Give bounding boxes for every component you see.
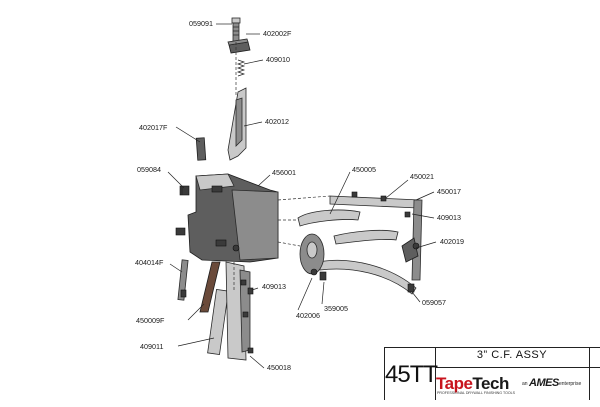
tapetech-logo: TapeTech <box>436 374 509 394</box>
cap-402002F <box>227 38 251 54</box>
label-402019: 402019 <box>440 237 464 246</box>
bolt-409013-lower <box>247 287 254 295</box>
top-bolt-059091 <box>231 17 241 44</box>
model-code: 45TT <box>385 361 438 388</box>
label-402012: 402012 <box>265 117 289 126</box>
label-450009F: 450009F <box>136 316 165 325</box>
an-text: an <box>522 381 528 387</box>
clamp-402006 <box>299 233 325 276</box>
label-059091: 059091 <box>189 19 213 28</box>
label-450005: 450005 <box>352 165 376 174</box>
assembly-title: 3” C.F. ASSY <box>476 349 548 361</box>
nut-059084 <box>179 185 190 196</box>
arm-450005 <box>297 209 361 227</box>
label-409013-upper: 409013 <box>437 213 461 222</box>
label-402002F: 402002F <box>263 29 292 38</box>
label-409011: 409011 <box>140 342 163 351</box>
label-402017F: 402017F <box>139 123 168 132</box>
title-block <box>384 347 600 407</box>
spring-409010 <box>236 59 246 77</box>
brand-tagline: PROFESSIONAL DRYWALL FINISHING TOOLS <box>437 391 516 395</box>
label-450017: 450017 <box>437 187 461 196</box>
screw-059057 <box>407 283 415 293</box>
label-359005: 359005 <box>324 304 348 313</box>
label-450018: 450018 <box>267 363 291 372</box>
plate-402017F <box>195 137 207 161</box>
leader-lines <box>167 23 437 369</box>
label-409010: 409010 <box>266 55 290 64</box>
roller-arm <box>317 259 417 295</box>
label-450021: 450021 <box>410 172 434 181</box>
enterprise-text: enterprise <box>559 381 582 387</box>
arm-450021 <box>333 229 399 245</box>
label-409013-lower: 409013 <box>262 282 286 291</box>
strip-404014F <box>177 259 189 301</box>
label-402006: 402006 <box>296 311 320 320</box>
screw-359005 <box>319 271 327 281</box>
link-arm-402012 <box>227 87 247 161</box>
bracket-402019 <box>401 237 420 263</box>
label-456001: 456001 <box>272 168 296 177</box>
housing-456001 <box>175 173 279 263</box>
blade-450009F <box>199 261 221 313</box>
label-059057: 059057 <box>422 298 446 307</box>
brand-tech: Tech <box>472 374 509 393</box>
brand-tape: Tape <box>436 374 473 393</box>
ames-logo: AMES <box>529 377 559 389</box>
label-059084: 059084 <box>137 165 161 174</box>
bracket-450018 <box>225 261 254 361</box>
frame-450017 <box>329 191 423 281</box>
label-404014F: 404014F <box>135 258 164 267</box>
